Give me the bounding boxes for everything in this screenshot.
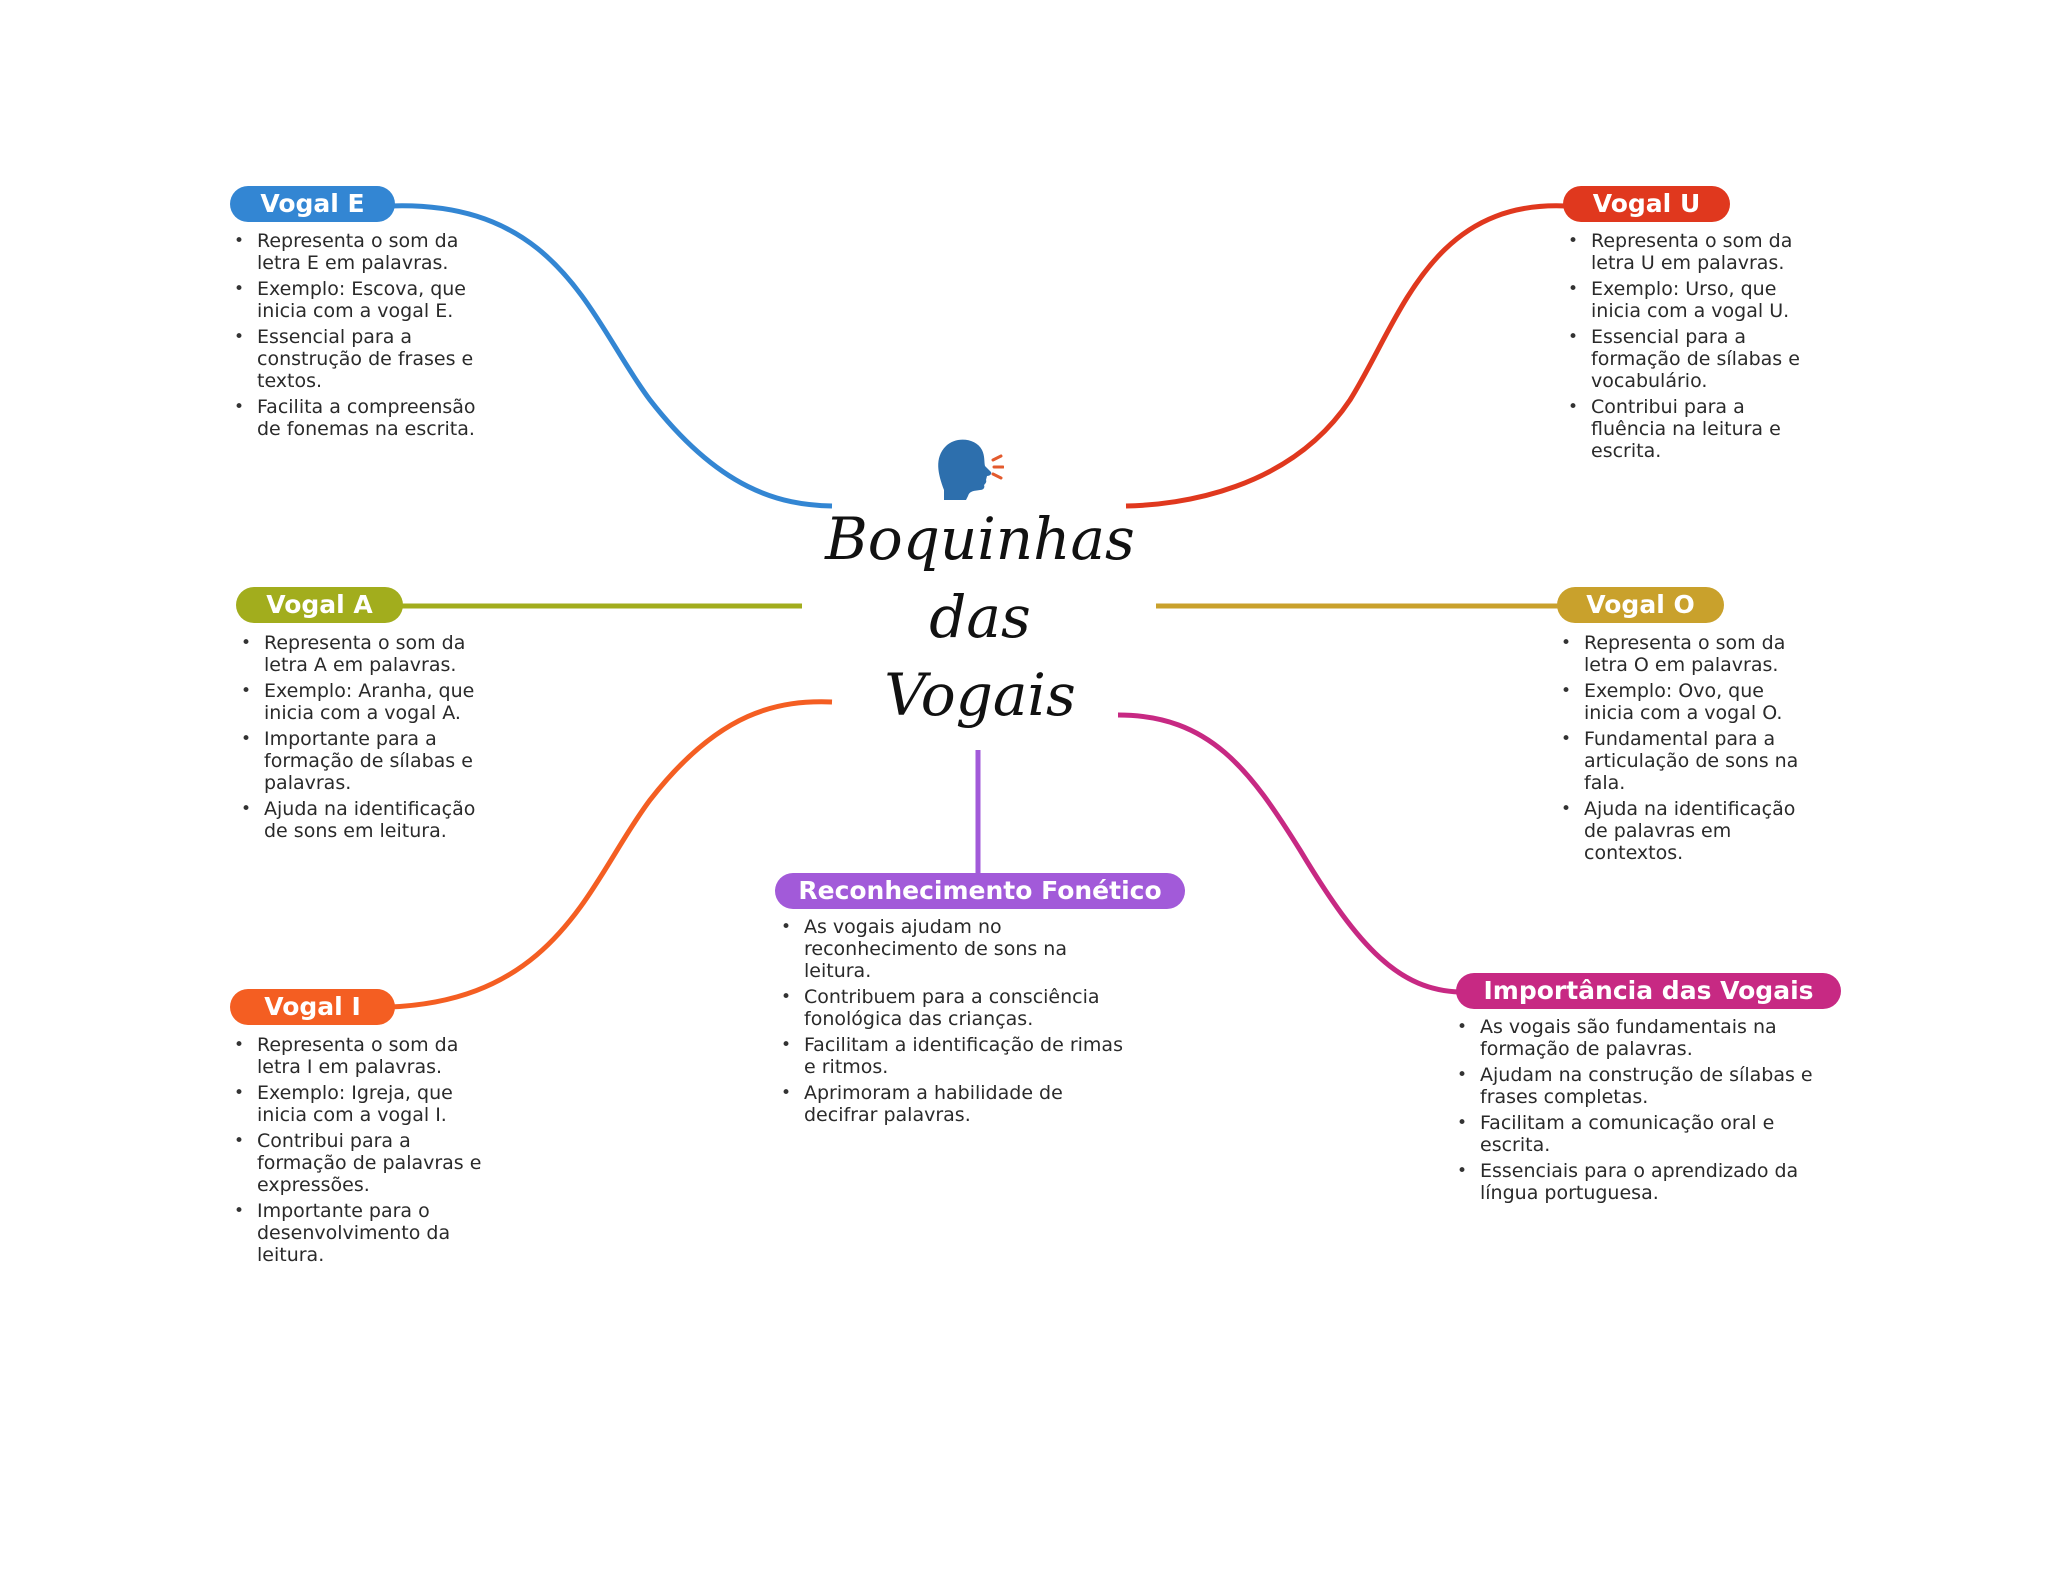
list-item: Contribui para a formação de palavras e … [233, 1130, 483, 1196]
list-item: Ajuda na identificação de palavras em co… [1560, 798, 1810, 864]
list-item: Essencial para a formação de sílabas e v… [1567, 326, 1817, 392]
topic-vogal-u[interactable]: Vogal U [1563, 186, 1730, 222]
list-item: Exemplo: Escova, que inicia com a vogal … [233, 278, 483, 322]
list-item: Facilitam a comunicação oral e escrita. [1456, 1112, 1841, 1156]
list-item: Ajuda na identificação de sons em leitur… [240, 798, 490, 842]
list-item: Contribuem para a consciência fonológica… [780, 986, 1130, 1030]
vogal-o-details: Representa o som da letra O em palavras.… [1560, 632, 1810, 868]
reconhecimento-details: As vogais ajudam no reconhecimento de so… [780, 916, 1130, 1130]
vogal-a-details: Representa o som da letra A em palavras.… [240, 632, 490, 846]
importancia-details: As vogais são fundamentais na formação d… [1456, 1016, 1841, 1208]
central-title-line-1: Boquinhas [825, 505, 1135, 573]
topic-vogal-e[interactable]: Vogal E [230, 186, 395, 222]
list-item: Essenciais para o aprendizado da língua … [1456, 1160, 1841, 1204]
list-item: Facilita a compreensão de fonemas na esc… [233, 396, 483, 440]
list-item: Representa o som da letra U em palavras. [1567, 230, 1817, 274]
list-item: Contribui para a fluência na leitura e e… [1567, 396, 1817, 462]
list-item: Facilitam a identificação de rimas e rit… [780, 1034, 1130, 1078]
connector-vogal-e [389, 203, 833, 509]
list-item: Exemplo: Urso, que inicia com a vogal U. [1567, 278, 1817, 322]
connector-importancia [1117, 712, 1461, 995]
connector-vogal-i [389, 699, 833, 1010]
list-item: Representa o som da letra I em palavras. [233, 1034, 483, 1078]
list-item: As vogais são fundamentais na formação d… [1456, 1016, 1841, 1060]
central-title-line-2: das [929, 583, 1031, 651]
list-item: Fundamental para a articulação de sons n… [1560, 728, 1810, 794]
central-topic-title: Boquinhas das Vogais [820, 500, 1140, 734]
list-item: Representa o som da letra A em palavras. [240, 632, 490, 676]
topic-vogal-i[interactable]: Vogal I [230, 989, 395, 1025]
connector-vogal-u [1125, 203, 1567, 509]
list-item: Ajudam na construção de sílabas e frases… [1456, 1064, 1841, 1108]
list-item: As vogais ajudam no reconhecimento de so… [780, 916, 1130, 982]
vogal-u-details: Representa o som da letra U em palavras.… [1567, 230, 1817, 466]
topic-importancia-das-vogais[interactable]: Importância das Vogais [1456, 973, 1841, 1009]
list-item: Aprimoram a habilidade de decifrar palav… [780, 1082, 1130, 1126]
speaking-head-icon [938, 439, 1004, 500]
list-item: Importante para a formação de sílabas e … [240, 728, 490, 794]
list-item: Importante para o desenvolvimento da lei… [233, 1200, 483, 1266]
list-item: Representa o som da letra O em palavras. [1560, 632, 1810, 676]
topic-vogal-a[interactable]: Vogal A [236, 587, 403, 623]
list-item: Representa o som da letra E em palavras. [233, 230, 483, 274]
central-title-line-3: Vogais [884, 661, 1076, 729]
list-item: Essencial para a construção de frases e … [233, 326, 483, 392]
list-item: Exemplo: Ovo, que inicia com a vogal O. [1560, 680, 1810, 724]
list-item: Exemplo: Igreja, que inicia com a vogal … [233, 1082, 483, 1126]
list-item: Exemplo: Aranha, que inicia com a vogal … [240, 680, 490, 724]
topic-reconhecimento-fonetico[interactable]: Reconhecimento Fonético [775, 873, 1185, 909]
vogal-e-details: Representa o som da letra E em palavras.… [233, 230, 483, 444]
topic-vogal-o[interactable]: Vogal O [1557, 587, 1724, 623]
vogal-i-details: Representa o som da letra I em palavras.… [233, 1034, 483, 1270]
